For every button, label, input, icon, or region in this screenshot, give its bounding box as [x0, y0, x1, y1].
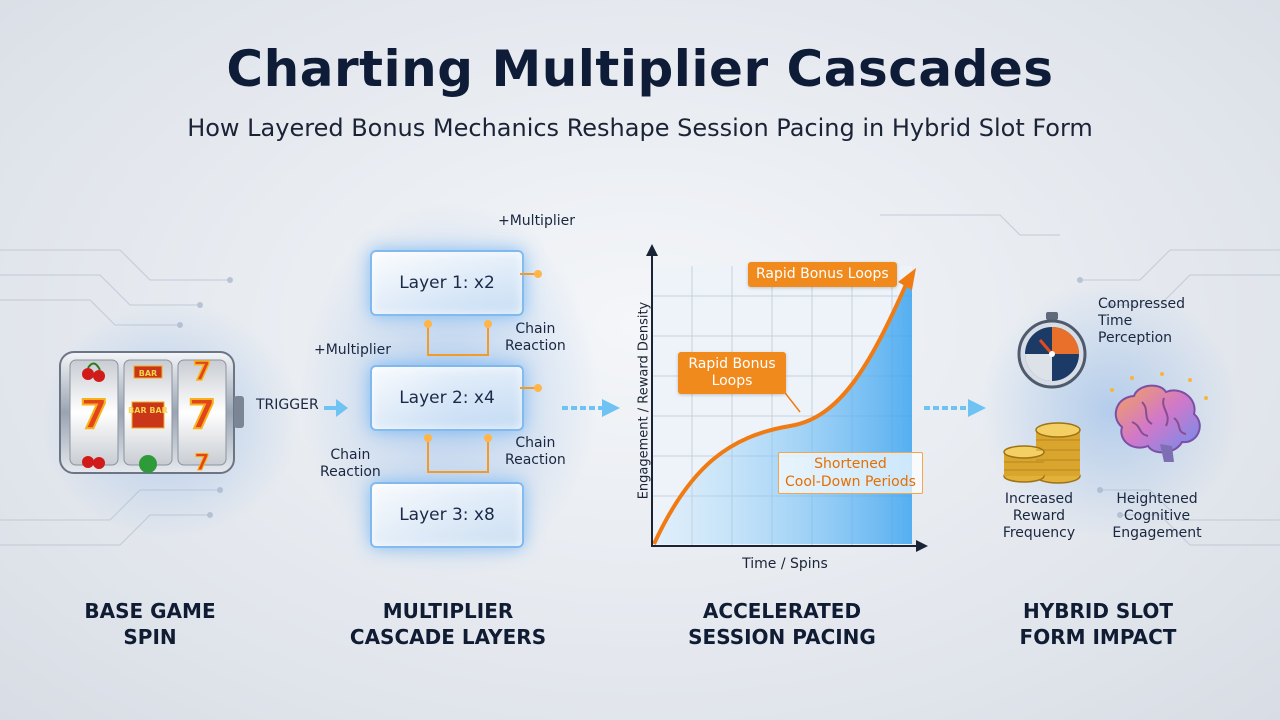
cascade-layer-3: Layer 3: x8 [370, 482, 524, 548]
stage-label-base: BASE GAME SPIN [84, 599, 216, 649]
coin-stack-icon [1003, 422, 1081, 484]
svg-text:BAR BAR: BAR BAR [128, 406, 168, 415]
svg-text:7: 7 [80, 392, 108, 438]
cascade-layer-2-label: Layer 2: x4 [399, 388, 495, 408]
cascade-layer-2: Layer 2: x4 [370, 365, 524, 431]
arrow-right-icon [562, 399, 620, 417]
svg-text:7: 7 [194, 451, 209, 475]
impact-reward-label: Increased Reward Frequency [1002, 491, 1076, 541]
chart-x-axis-label: Time / Spins [742, 556, 828, 572]
svg-text:7: 7 [193, 357, 211, 387]
cascade-layer-1-label: Layer 1: x2 [399, 273, 495, 293]
callout-rapid-bonus-top: Rapid Bonus Loops [748, 262, 897, 287]
impact-glow [980, 280, 1240, 540]
arrow-right-icon [324, 399, 348, 417]
stopwatch-icon [1017, 312, 1087, 389]
slot-machine-icon: 7 7 7 7 BAR BAR BAR [58, 350, 248, 477]
impact-cognitive-label: Heightened Cognitive Engagement [1112, 491, 1202, 541]
stage-label-pacing: ACCELERATED SESSION PACING [688, 599, 876, 649]
chain-reaction-right-2: Chain Reaction [505, 435, 566, 468]
stage-label-impact: HYBRID SLOT FORM IMPACT [1019, 599, 1177, 649]
stage-label-cascade: MULTIPLIER CASCADE LAYERS [349, 599, 547, 649]
arrow-right-icon [924, 399, 986, 417]
chart-y-axis-label: Engagement / Reward Density [636, 301, 652, 500]
callout-rapid-bonus-mid: Rapid Bonus Loops [678, 352, 786, 394]
chain-reaction-left: Chain Reaction [320, 447, 381, 480]
impact-time-label: Compressed Time Perception [1098, 296, 1186, 346]
cascade-layer-1: Layer 1: x2 [370, 250, 524, 316]
multiplier-label-top: +Multiplier [498, 213, 575, 229]
page-title: Charting Multiplier Cascades [226, 40, 1054, 98]
page-subtitle: How Layered Bonus Mechanics Reshape Sess… [187, 114, 1093, 142]
multiplier-label-mid: +Multiplier [314, 342, 391, 358]
chain-reaction-right-1: Chain Reaction [505, 321, 566, 354]
svg-text:7: 7 [188, 392, 216, 438]
brain-icon [1110, 372, 1208, 462]
svg-text:BAR: BAR [139, 369, 157, 378]
cascade-connectors [424, 270, 542, 473]
callout-cooldown: Shortened Cool-Down Periods [778, 452, 923, 494]
trigger-label: TRIGGER [256, 397, 319, 413]
cascade-layer-3-label: Layer 3: x8 [399, 505, 495, 525]
